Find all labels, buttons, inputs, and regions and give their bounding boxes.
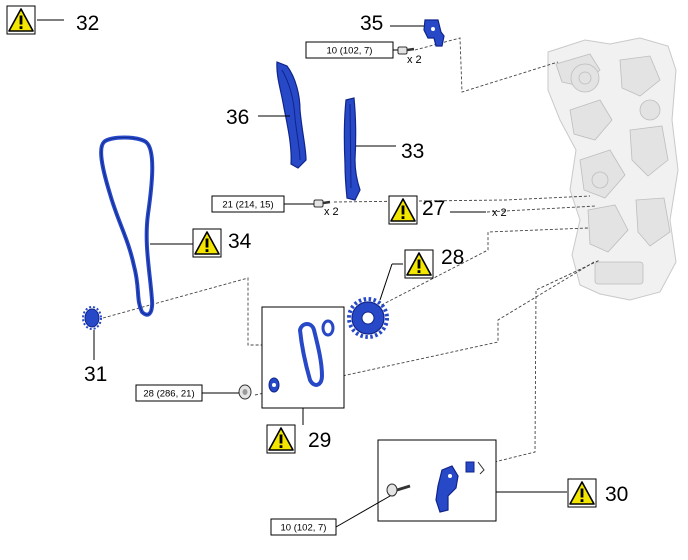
qty-33: x 2 [324, 206, 339, 218]
part-28-sprocket: 28 [347, 246, 464, 339]
warning-icon [192, 228, 222, 258]
part-33-chain-guide: 33 21 (214, 15) x 2 [211, 97, 424, 218]
part-31-crank-sprocket: 31 [82, 306, 107, 386]
svg-text:27: 27 [422, 197, 445, 220]
part-29-oil-pump-chain: 29 28 (286, 21) [135, 306, 345, 454]
alignment-lines [102, 37, 601, 469]
svg-text:34: 34 [228, 230, 252, 253]
warning-icon [388, 195, 418, 225]
engine-block [547, 37, 679, 301]
warning-icon [567, 478, 597, 508]
qty-27: x 2 [492, 207, 507, 219]
svg-text:28: 28 [441, 246, 464, 269]
svg-text:29: 29 [308, 429, 331, 452]
torque-35: 10 (102, 7) [327, 46, 373, 57]
qty-35: x 2 [407, 54, 422, 66]
callout-27: 27 x 2 [388, 195, 507, 225]
torque-29: 28 (286, 21) [143, 389, 194, 400]
svg-text:30: 30 [605, 483, 628, 506]
part-34-timing-chain: 34 [99, 135, 252, 317]
bolt-35 [397, 46, 415, 55]
svg-text:33: 33 [401, 140, 424, 163]
nut-29 [238, 384, 252, 400]
part-35-bracket: 35 10 (102, 7) x 2 [305, 12, 445, 66]
part-30-tensioner-group: 30 10 (102, 7) [270, 439, 628, 536]
callout-32: 32 [6, 5, 99, 35]
svg-text:36: 36 [226, 106, 249, 129]
torque-30: 10 (102, 7) [281, 523, 327, 534]
warning-icon [404, 249, 434, 279]
svg-text:31: 31 [84, 363, 107, 386]
warning-icon [6, 5, 36, 35]
svg-text:32: 32 [76, 12, 99, 35]
part-36-tensioner-arm: 36 [226, 61, 307, 169]
bolt-30 [386, 483, 411, 497]
svg-text:35: 35 [360, 12, 383, 35]
torque-33: 21 (214, 15) [222, 200, 273, 211]
warning-icon [266, 424, 296, 454]
